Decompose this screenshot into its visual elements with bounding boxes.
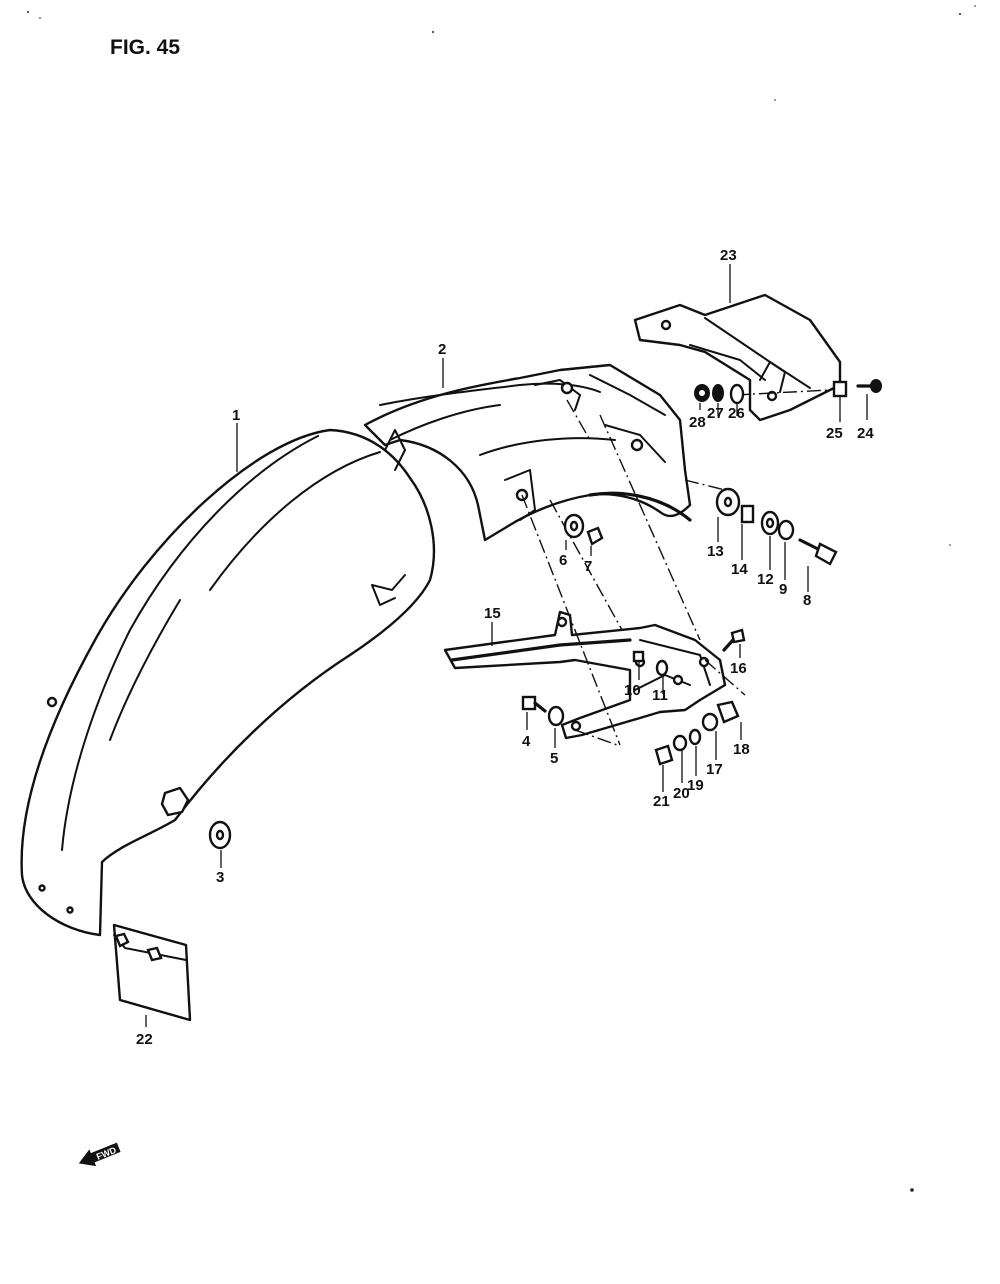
- callout-11: 11: [652, 687, 668, 704]
- callout-14: 14: [731, 561, 748, 578]
- callout-18: 18: [733, 741, 750, 758]
- callout-15: 15: [484, 605, 501, 622]
- callout-23: 23: [720, 247, 737, 264]
- callout-26: 26: [728, 405, 745, 422]
- fwd-label: FWD: [95, 1145, 118, 1162]
- callout-8: 8: [803, 592, 811, 609]
- figure-title: FIG. 45: [110, 36, 180, 59]
- alignment-lines: [521, 389, 831, 747]
- callout-19: 19: [687, 777, 704, 794]
- callout-21: 21: [653, 793, 670, 810]
- inner-fender-part-2: [363, 363, 692, 542]
- callout-24: 24: [857, 425, 874, 442]
- leader-lines: [145, 264, 868, 1027]
- callout-17: 17: [706, 761, 723, 778]
- callout-4: 4: [522, 733, 531, 750]
- callout-27: 27: [707, 405, 724, 422]
- carrier-bracket-part-15: [443, 610, 727, 740]
- callout-25: 25: [826, 425, 843, 442]
- callout-28: 28: [689, 414, 706, 431]
- callout-13: 13: [707, 543, 724, 560]
- callout-7: 7: [584, 558, 592, 575]
- rear-cover-part-23: [633, 293, 842, 422]
- callout-6: 6: [559, 552, 567, 569]
- callout-10: 10: [624, 682, 641, 699]
- callout-labels: 1 2 3 4 5 6 7 8 9 10 11 12 13 14 15 16 1…: [136, 247, 874, 1048]
- callout-1: 1: [232, 407, 240, 424]
- scan-specks: [27, 5, 976, 1192]
- callout-5: 5: [550, 750, 558, 767]
- callout-9: 9: [779, 581, 787, 598]
- callout-20: 20: [673, 785, 690, 802]
- callout-2: 2: [438, 341, 446, 358]
- mud-flap-part-22: [112, 923, 192, 1022]
- hardware: [208, 379, 882, 850]
- forward-arrow-icon: FWD: [78, 1142, 121, 1167]
- callout-12: 12: [757, 571, 774, 588]
- rear-fender-part-1: [20, 428, 436, 937]
- callout-22: 22: [136, 1031, 153, 1048]
- callout-3: 3: [216, 869, 224, 886]
- callout-16: 16: [730, 660, 747, 677]
